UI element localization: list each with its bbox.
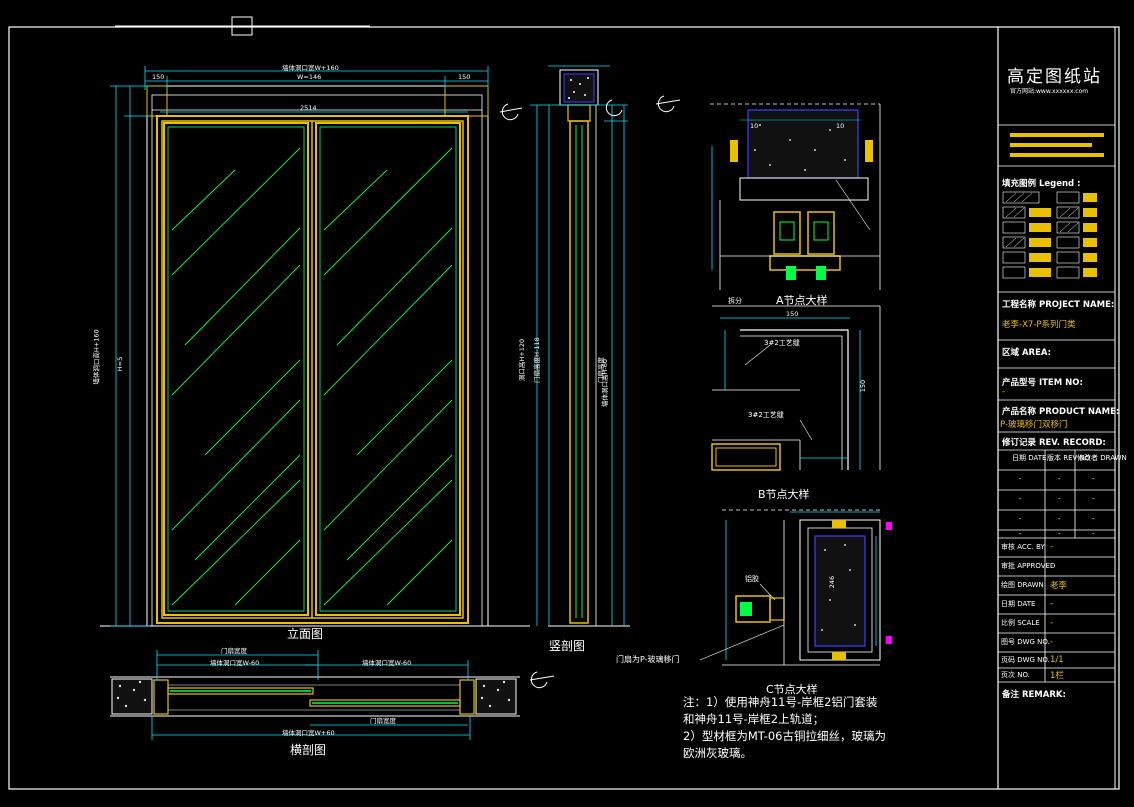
dim-b-150v: 150: [859, 379, 868, 393]
field-date-label: 日期 DATE: [1001, 600, 1036, 608]
dim-bottom-left-bot: 墙体洞口宽W-60: [210, 659, 260, 667]
horizontal-section-view: [110, 676, 520, 717]
dim-inner-width: 2514: [300, 104, 317, 112]
brand-site: 官方网站:www.xxxxxx.com: [1010, 88, 1089, 95]
dim-a-10: 10: [750, 122, 759, 130]
rev-row-1-0: -: [1019, 495, 1022, 503]
dim-bottom-left-top: 门扇宽度: [221, 647, 247, 655]
rev-row-2-0: -: [1019, 515, 1022, 523]
field-drawn-label: 绘图 DRAWN: [1001, 581, 1044, 589]
node-c-detail: [699, 509, 892, 666]
horizontal-section-dimensions: [151, 650, 471, 740]
dim-bottom-right-top: 墙体洞口宽W-60: [362, 659, 412, 667]
vertical-section-view: [548, 65, 630, 627]
field-scale-label: 比例 SCALE: [1001, 619, 1040, 627]
elevation-caption: 立面图: [287, 627, 324, 641]
project-label: 工程名称 PROJECT NAME:: [1002, 300, 1115, 310]
vertical-section-caption: 竖剖图: [549, 639, 586, 653]
dim-bottom-right-bot: 门扇宽度: [370, 717, 396, 725]
dim-top-right: 150: [458, 73, 471, 81]
dim-left-height-2: H=5: [116, 356, 125, 372]
field-approved-value: -: [1050, 561, 1054, 571]
dim-c-246: 246: [828, 575, 837, 589]
project-value: 老李-X7-P系列门类: [1002, 320, 1076, 330]
rev-row-0-0: -: [1019, 475, 1022, 483]
brand-title: 高定图纸站: [1007, 67, 1102, 87]
elevation-view: [100, 85, 530, 627]
rev-row-2-2: -: [1092, 515, 1095, 523]
dim-section-v-2: 门扇高度H-118: [532, 337, 541, 383]
rev-row-1-2: -: [1092, 495, 1095, 503]
note-line-3: 2）型材框为MT-06古铜拉细丝，玻璃为: [683, 729, 886, 743]
node-c-caption: C节点大样: [766, 683, 818, 696]
field-no-label: 页次 NO.: [1001, 671, 1030, 679]
dim-left-height: 墙体洞口高H+160: [92, 329, 101, 385]
product-label: 产品名称 PRODUCT NAME:: [1002, 407, 1120, 417]
dim-section-v-1: 洞口高H+120: [518, 338, 527, 382]
field-no-value: 1栏: [1050, 671, 1064, 681]
dim-section-v-4: 墙体洞口高H-60: [601, 358, 610, 408]
item-label: 产品型号 ITEM NO:: [1002, 378, 1083, 388]
revision-label: 修订记录 REV. RECORD:: [1002, 438, 1106, 448]
legend-swatches: [1002, 191, 1097, 279]
area-label: 区域 AREA:: [1002, 348, 1052, 358]
product-value: P-玻璃移门双移门: [1000, 420, 1068, 430]
rev-row-0-2: -: [1092, 475, 1095, 483]
field-scale-value: -: [1050, 618, 1054, 628]
note-line-1: 注：1）使用神舟11号-岸框2铝门套装: [683, 695, 878, 709]
field-page-value: 1/1: [1050, 655, 1064, 665]
field-dwg-no-label: 图号 DWG NO.: [1001, 638, 1050, 646]
field-date-value: -: [1050, 599, 1054, 609]
field-dwg-no-value: -: [1050, 637, 1054, 647]
node-b-detail: [711, 305, 881, 471]
item-value: -: [1002, 387, 1006, 397]
dim-b-150: 150: [786, 310, 799, 318]
rev-row-2-1: -: [1058, 515, 1061, 523]
dim-top-left: 150: [152, 73, 165, 81]
node-b-label-1: 3#2工艺缝: [764, 339, 800, 347]
note-line-2: 和神舟11号-岸框2上轨道；: [683, 712, 825, 726]
horizontal-section-caption: 横剖图: [290, 743, 327, 757]
node-a-tag: 拆分: [728, 297, 742, 305]
field-drawn-value: 老李: [1050, 581, 1068, 591]
rev-row-3-2: -: [1092, 530, 1095, 538]
rev-col-rev: 版本 REV NO: [1047, 454, 1091, 462]
note-line-4: 欧洲灰玻璃。: [683, 746, 752, 760]
rev-row-0-1: -: [1058, 475, 1061, 483]
dim-bottom-total: 墙体洞口宽W+60: [282, 729, 335, 737]
field-acc-by-value: -: [1050, 542, 1054, 552]
vertical-section-dimensions: [530, 104, 628, 626]
dim-a-10b: 10: [836, 122, 845, 130]
elevation-dimensions: [110, 66, 489, 627]
section-markers: [499, 95, 681, 689]
dim-top-inner: W=146: [297, 73, 322, 81]
rev-row-1-1: -: [1058, 495, 1061, 503]
legend-label: 填充图例 Legend :: [1002, 179, 1081, 189]
field-acc-by-label: 审核 ACC. BY: [1001, 543, 1045, 551]
field-page-label: 页码 DWG NO.: [1001, 656, 1050, 664]
rev-row-3-1: -: [1058, 530, 1061, 538]
field-approved-label: 审批 APPROVED: [1001, 562, 1056, 570]
node-c-label: 铝胶: [745, 575, 759, 583]
rev-col-drawn: 修改者 DRAWN: [1077, 454, 1127, 462]
node-a-detail: [710, 103, 881, 290]
remarks-label: 备注 REMARK:: [1002, 690, 1066, 700]
rev-row-3-0: -: [1019, 530, 1022, 538]
title-block-graphics: [998, 124, 1115, 683]
sheet-border: [8, 26, 1120, 790]
node-b-label-2: 3#2工艺缝: [748, 411, 784, 419]
node-a-caption: A节点大样: [776, 294, 828, 307]
dim-top-total: 墙体洞口宽W+160: [282, 64, 339, 72]
node-b-caption: B节点大样: [758, 488, 810, 501]
rev-col-date: 日期 DATE: [1012, 454, 1047, 462]
door-leader-label: 门扇为P-玻璃移门: [616, 655, 680, 664]
